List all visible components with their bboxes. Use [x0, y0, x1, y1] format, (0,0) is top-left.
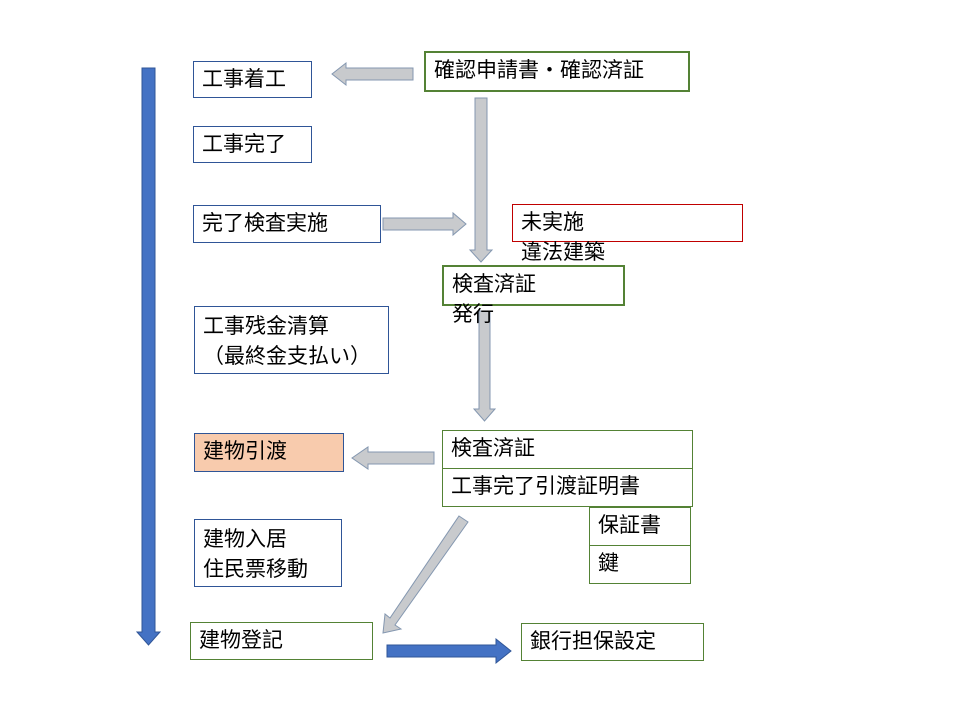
node-building-handover: 建物引渡	[194, 433, 344, 472]
node-label-part-2: 発行	[452, 302, 494, 326]
node-completion-inspection: 完了検査実施	[193, 205, 381, 243]
arrow-to-bank-collateral	[386, 637, 512, 665]
node-move-in: 建物入居 住民票移動	[194, 519, 342, 587]
node-label: 完了検査実施	[202, 211, 328, 235]
node-construction-start: 工事着工	[193, 61, 312, 98]
node-bank-collateral: 銀行担保設定	[521, 623, 704, 661]
node-building-registration: 建物登記	[190, 622, 373, 660]
node-final-payment: 工事残金清算 （最終金支払い）	[194, 306, 389, 374]
node-warranty: 保証書	[589, 507, 691, 546]
node-confirmation-application: 確認申請書・確認済証	[424, 51, 690, 92]
node-keys: 鍵	[589, 545, 691, 584]
node-label: 銀行担保設定	[530, 629, 656, 653]
node-label: 確認申請書・確認済証	[434, 58, 644, 82]
node-not-inspected: 未実施違法建築	[512, 204, 743, 264]
node-label-line-1: 工事残金清算	[203, 314, 329, 338]
timeline-arrow	[135, 67, 162, 646]
node-label: 建物登記	[199, 628, 283, 652]
node-label-line-2: 住民票移動	[203, 557, 308, 581]
node-label: 工事着工	[202, 67, 286, 91]
node-label-part-1: 未実施	[521, 210, 584, 234]
node-label: 検査済証	[451, 436, 535, 460]
node-inspection-certificate: 検査済証	[442, 430, 693, 469]
node-label: 保証書	[598, 513, 661, 537]
node-label-part-1: 検査済証	[452, 272, 536, 296]
node-label: 工事完了	[202, 132, 286, 156]
node-label-row: 未実施違法建築	[521, 207, 734, 267]
arrow-to-building-registration	[382, 515, 469, 634]
node-completion-handover-certificate: 工事完了引渡証明書	[442, 468, 693, 507]
arrow-confirmation-to-inspection	[468, 97, 494, 263]
arrow-to-not-inspected	[382, 211, 467, 237]
arrow-to-construction-start	[331, 61, 414, 87]
node-inspection-certificate-issued: 検査済証発行	[442, 265, 625, 326]
node-label: 工事完了引渡証明書	[451, 474, 640, 498]
node-construction-complete: 工事完了	[193, 126, 312, 163]
node-label-line-1: 建物入居	[203, 527, 287, 551]
node-label-line-2: （最終金支払い）	[203, 344, 371, 368]
node-label-part-2: 違法建築	[521, 240, 605, 264]
node-label-row: 検査済証発行	[452, 269, 615, 329]
arrow-to-building-handover	[351, 446, 435, 470]
node-label: 鍵	[598, 551, 619, 575]
arrow-issued-to-certificate	[472, 310, 497, 422]
node-label: 建物引渡	[203, 439, 287, 463]
